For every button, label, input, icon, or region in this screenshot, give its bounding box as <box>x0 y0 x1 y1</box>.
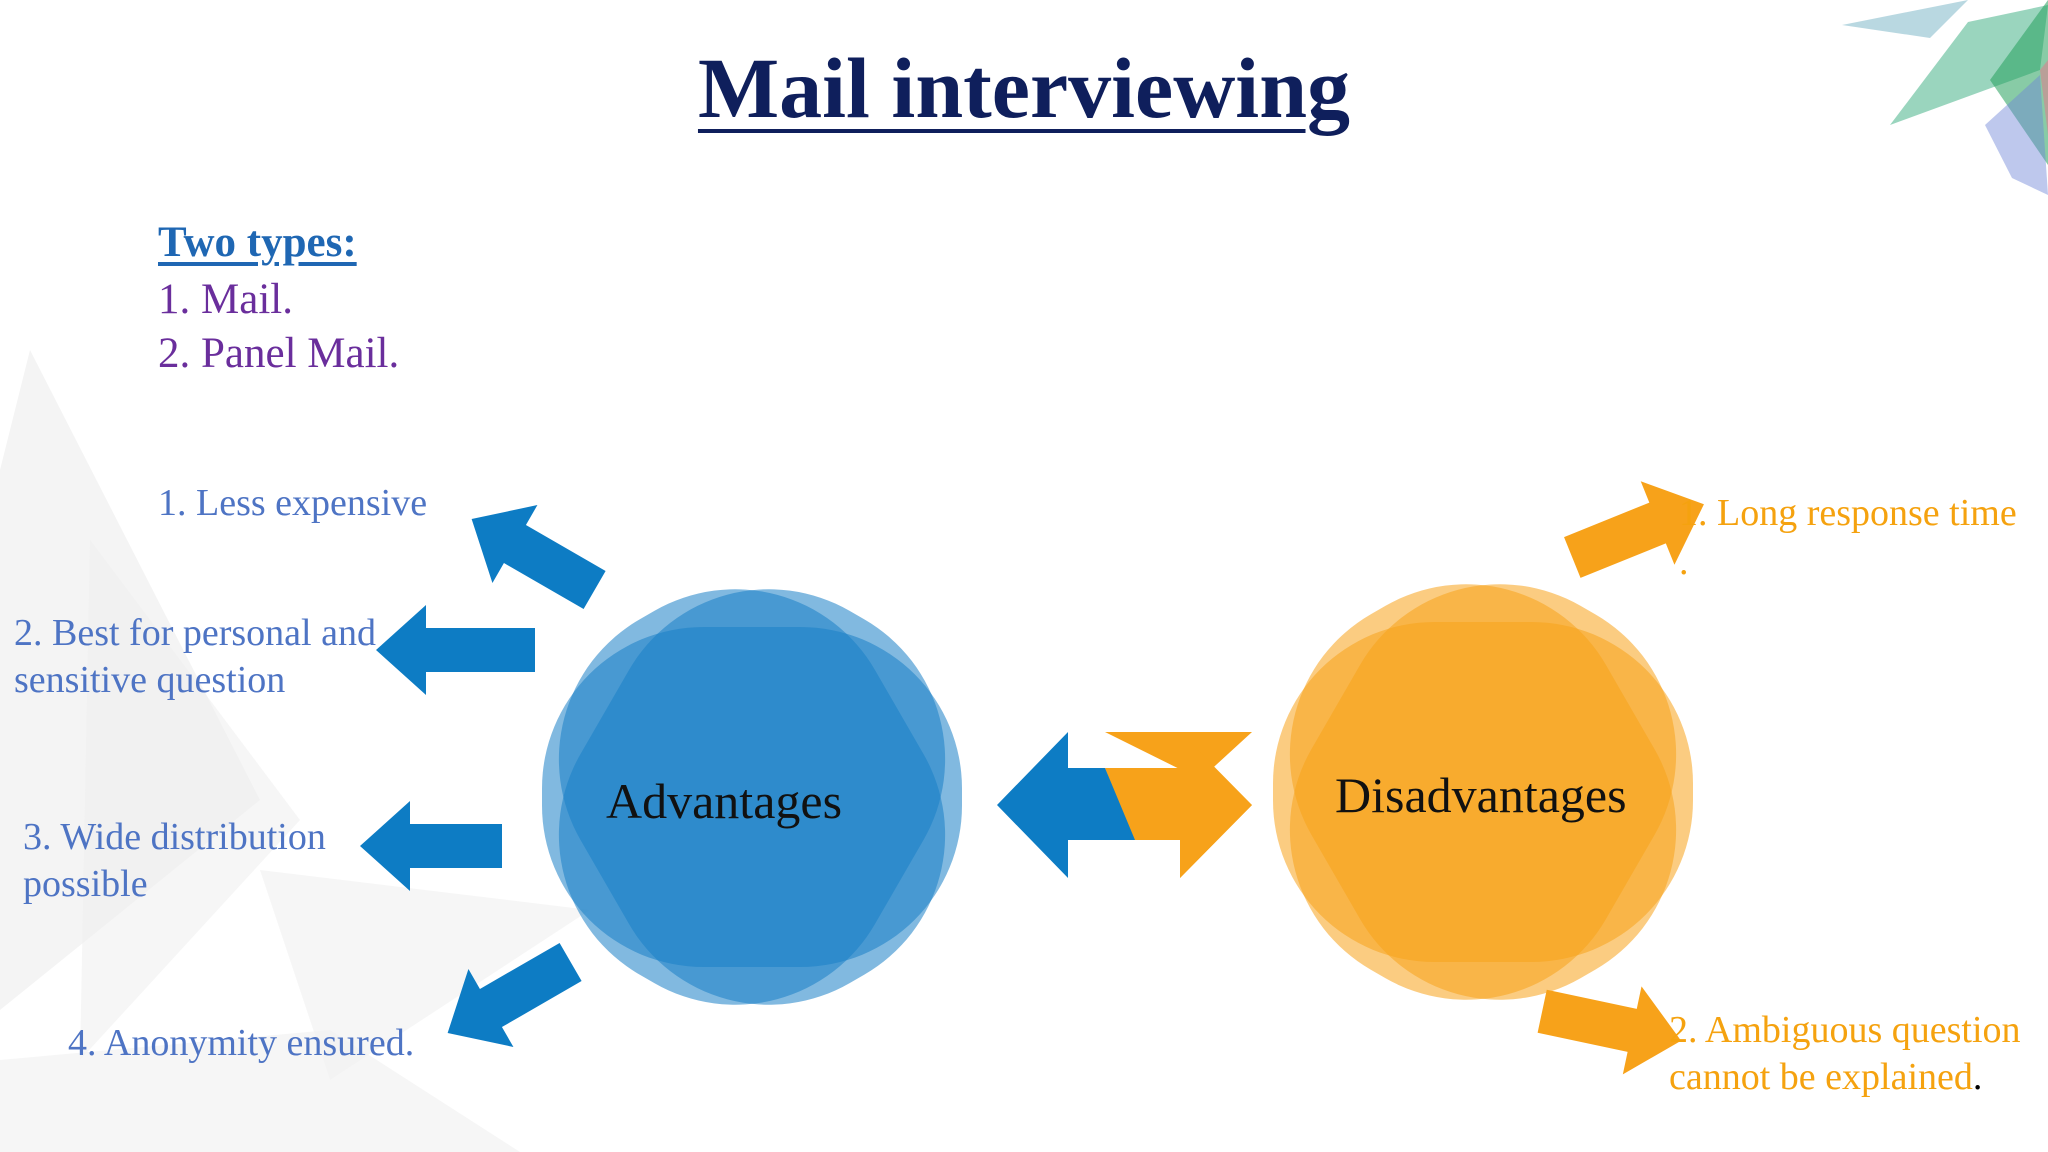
advantage-item-2-line-1: 2. Best for personal and <box>14 612 376 654</box>
arrow-left-icon <box>471 505 606 610</box>
page-title: Mail interviewing <box>697 40 1351 136</box>
disadvantage-item-1-dot: . <box>1679 541 1689 583</box>
disadvantages-label: Disadvantages <box>1335 767 1627 823</box>
double-arrow-left-half <box>997 732 1135 878</box>
double-arrow-icon <box>997 732 1252 878</box>
arrow-left-icon <box>376 605 535 695</box>
arrow-right-icon <box>1564 481 1704 578</box>
advantage-item-2-line-2: sensitive question <box>14 659 286 701</box>
advantages-star-shape <box>542 589 962 1005</box>
types-heading: Two types: <box>158 219 357 266</box>
advantage-item-4: 4. Anonymity ensured. <box>68 1020 414 1067</box>
advantage-item-3-line-2: possible <box>23 863 148 905</box>
advantage-item-4-line-1: 4. Anonymity ensured. <box>68 1022 415 1064</box>
disadvantage-item-2-line-1: 2. Ambiguous question <box>1669 1009 2021 1051</box>
advantage-item-2: 2. Best for personal and sensitive quest… <box>14 610 376 704</box>
disadvantage-item-1: 1. Long response time <box>1679 492 2017 534</box>
advantage-item-3-line-1: 3. Wide distribution <box>23 816 326 858</box>
advantage-item-3: 3. Wide distribution possible <box>23 814 326 908</box>
arrow-right-icon <box>1537 986 1682 1075</box>
advantage-item-1: 1. Less expensive <box>158 480 427 527</box>
disadvantages-star-shape <box>1273 584 1693 1000</box>
corner-star-logo <box>1842 0 2048 195</box>
advantage-item-1-line-1: 1. Less expensive <box>158 482 428 524</box>
disadvantage-item-2-line-2-text: cannot be explained <box>1669 1056 1973 1098</box>
type-item-mail: 1. Mail. <box>158 276 293 323</box>
arrow-left-icon <box>447 942 582 1047</box>
advantages-label: Advantages <box>606 773 843 829</box>
type-item-panel-mail: 2. Panel Mail. <box>158 330 400 377</box>
double-arrow-right-half <box>1105 732 1252 878</box>
dis-blob-petal-3 <box>1289 584 1677 1000</box>
disadvantage-item-2-period: . <box>1972 1056 1983 1098</box>
adv-blob-petal-3 <box>558 589 946 1005</box>
arrow-left-icon <box>360 801 502 891</box>
disadvantage-item-2-line-2: cannot be explained. <box>1669 1054 2021 1101</box>
bg-gray-shards <box>0 350 590 1152</box>
disadvantage-item-2: 2. Ambiguous question cannot be explaine… <box>1669 1007 2021 1101</box>
